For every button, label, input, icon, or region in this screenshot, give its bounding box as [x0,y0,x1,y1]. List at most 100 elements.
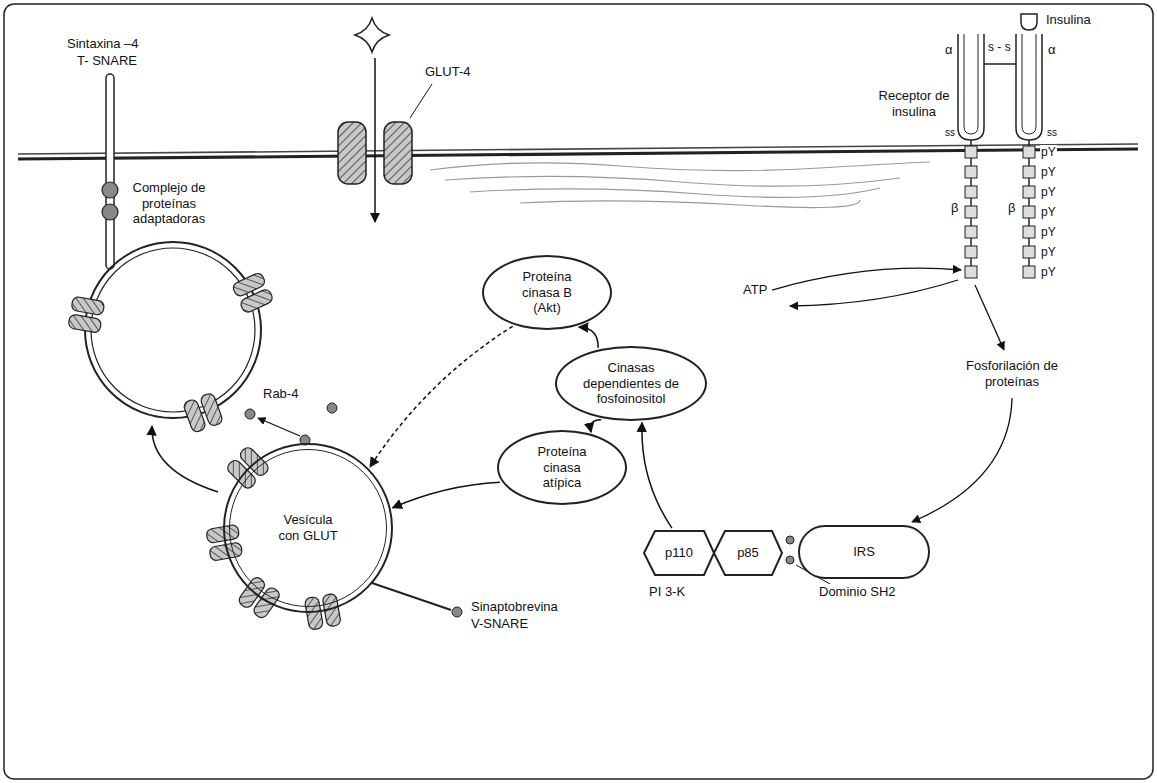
phosphorylation-arrow [912,398,1012,522]
glut4-transporter [71,296,105,315]
text-label: s - s [987,40,1012,54]
rab4-release-arrow [258,418,300,436]
text-label: Dominio SH2 [818,584,897,600]
glut4-transporter [322,593,341,627]
text-label: pY [1040,145,1057,159]
text-label: ATP [742,282,768,298]
text-label: α [1047,42,1057,58]
text-label: Sinaptobrevina [470,599,559,615]
glucose-symbol [355,18,389,52]
syntaxin-stalk [106,74,114,269]
leader-line [410,84,432,118]
text-label: ss [1046,127,1058,139]
signal-arrow [393,482,500,508]
tyrosine-residue [1023,186,1035,198]
glut4-transporter [68,314,102,333]
disulfide-bond [984,63,1016,65]
cytoskeleton [430,162,930,171]
node-text: Cinasas dependientes de fosfoinositol [575,360,687,407]
irs-protein: IRS [798,525,930,579]
sh2-domain [786,556,794,564]
pi3k-subunit: p85 [713,530,783,576]
text-label: β [1007,200,1016,216]
receptor-alpha-subunit [958,34,984,140]
text-label: pY [1040,245,1057,259]
glut4-transporter [239,288,274,314]
tyrosine-residue [965,166,977,178]
node-text: IRS [853,544,875,560]
tyrosine-residue [965,246,977,258]
text-label: GLUT-4 [424,64,472,80]
tyrosine-residue [1023,146,1035,158]
text-label: PI 3-K [648,584,686,600]
text-label: pY [1040,225,1057,239]
glut4-transporter [183,398,207,433]
kinase-ellipse: Proteína cinasa atípica [497,430,627,505]
node-text: p85 [737,545,759,561]
adaptor-protein [102,204,118,220]
text-label: Sintaxina –4 [66,36,140,52]
node-text: p110 [665,545,693,561]
insulin-molecule [1021,14,1037,30]
glut4-transporter [237,575,267,609]
synaptobrevin-stalk [372,583,451,610]
synaptobrevin-head [452,607,462,617]
cytoskeleton [445,176,900,186]
glut4-transporter [384,122,412,184]
text-label: Insulina [1045,12,1092,28]
text-label: pY [1040,265,1057,279]
glut4-transporter [238,445,271,478]
protein-subunit-shape [714,531,782,575]
rab4-protein [245,409,255,419]
tyrosine-residue [1023,266,1035,278]
text-label: Receptor de insulina [872,88,956,119]
text-label: pY [1040,185,1057,199]
kinase-ellipse: Proteína cinasa B (Akt) [482,255,612,330]
text-label: T- SNARE [76,53,138,69]
text-label: Rab-4 [262,386,299,402]
docked-vesicle [85,242,261,418]
tyrosine-residue [965,186,977,198]
translocation-arrow [152,426,218,492]
atp-arrow [772,268,961,290]
signal-arrow [591,420,602,432]
protein-shape [799,526,929,578]
text-label: α [944,42,954,58]
glut-vesicle: Vesícula con GLUT [223,443,393,613]
phosphorylation-arrow [975,285,1004,350]
sh2-domain [786,536,794,544]
text-label: β [950,200,959,216]
receptor-alpha-subunit [1022,34,1036,134]
text-label: pY [1040,205,1057,219]
glut4-transporter [338,122,366,184]
tyrosine-residue [965,226,977,238]
glucose-entry-arrow [374,58,376,222]
signal-arrow [370,326,513,467]
tyrosine-residue [965,266,977,278]
tyrosine-residue [965,146,977,158]
pi3k-subunit: p110 [643,530,715,576]
text-label: V-SNARE [470,616,529,632]
receptor-alpha-subunit [1016,34,1042,140]
text-label: ss [944,127,956,139]
glut4-transporter [304,596,323,630]
protein-subunit-shape [644,531,714,575]
adaptor-protein [102,182,118,198]
docked-vesicle [91,248,255,412]
tyrosine-residue [1023,166,1035,178]
text-label: pY [1040,165,1057,179]
text-label: Complejo de proteínas adaptadoras [122,180,216,227]
signal-arrow [579,327,598,348]
node-text: Proteína cinasa atípica [531,444,593,491]
cytoskeleton [470,188,880,197]
rab4-protein [327,403,337,413]
kinase-ellipse: Cinasas dependientes de fosfoinositol [555,346,707,421]
frame [4,4,1153,779]
cytoskeleton [520,200,860,208]
tyrosine-residue [1023,226,1035,238]
tyrosine-residue [1023,206,1035,218]
node-text: Vesícula con GLUT [272,512,344,543]
text-label: Fosforilación de proteínas [950,358,1074,389]
node-text: Proteína cinasa B (Akt) [511,269,583,316]
